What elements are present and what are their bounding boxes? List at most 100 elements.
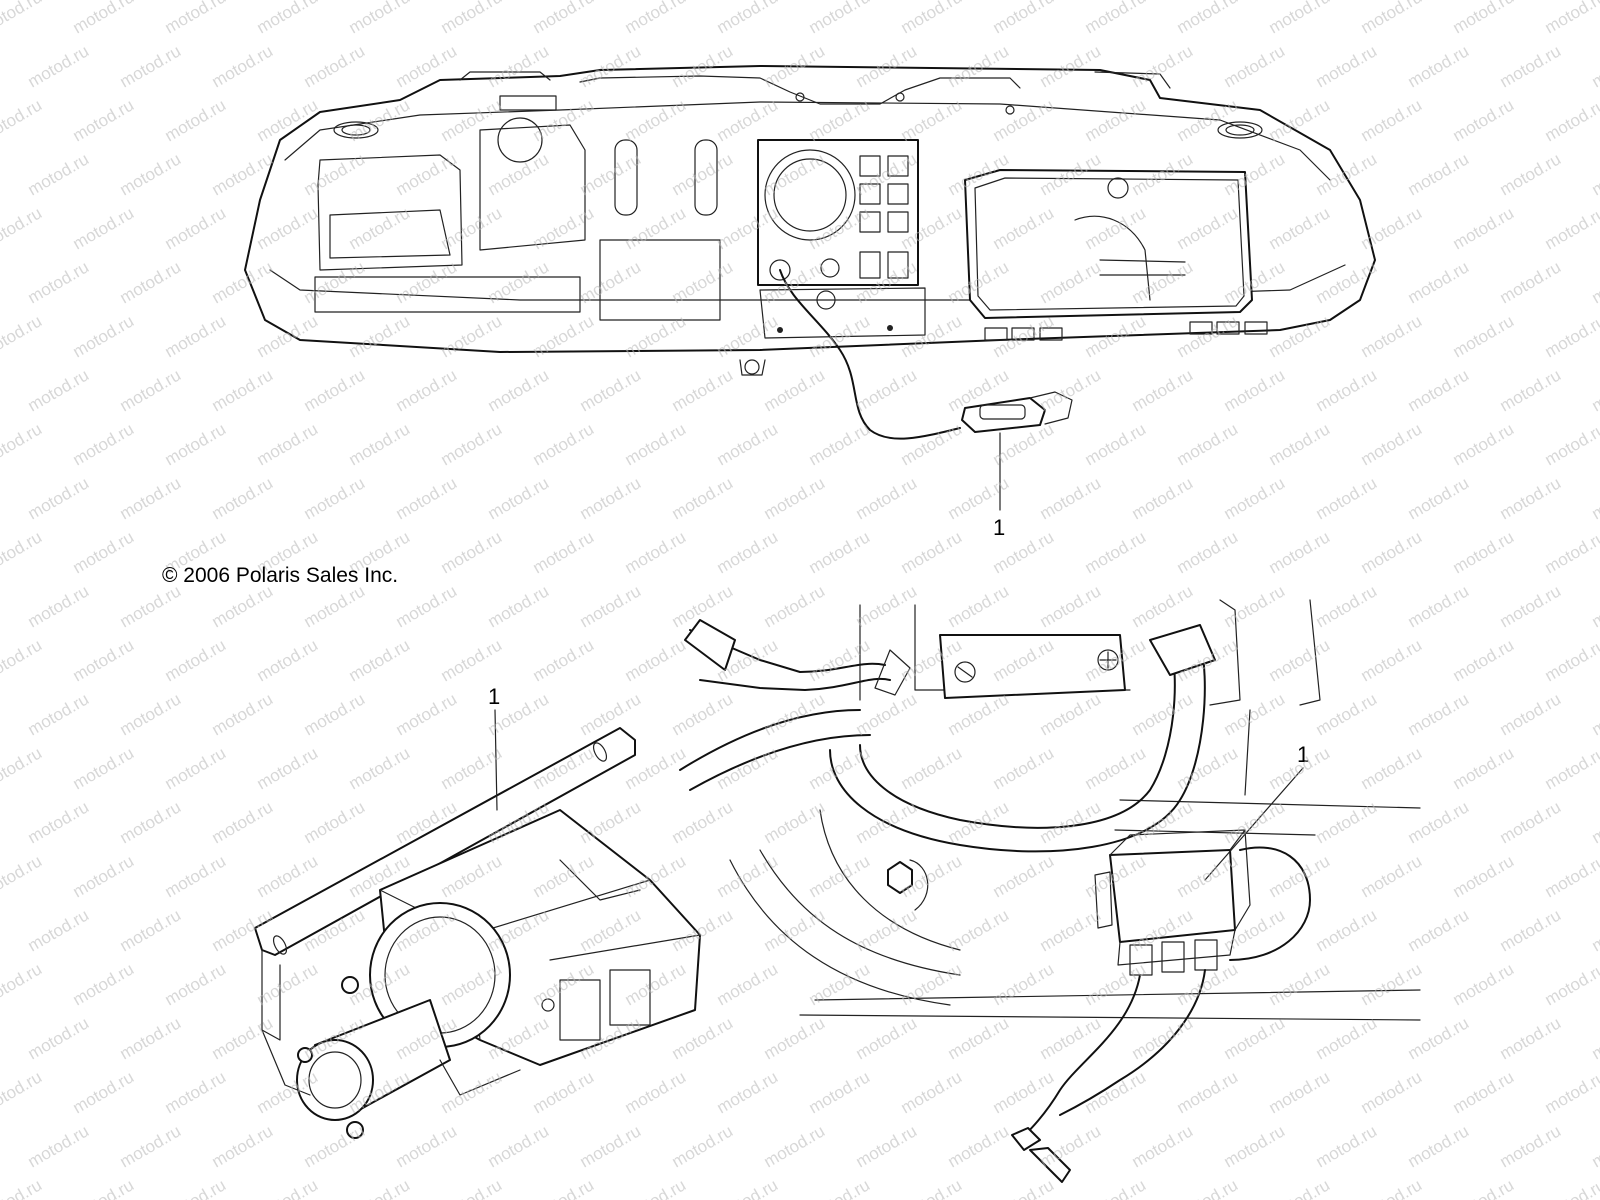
contactor-relay	[1094, 829, 1251, 976]
watermark-text: motod.ru	[301, 149, 369, 199]
watermark-text: motod.ru	[117, 1013, 185, 1063]
watermark-text: motod.ru	[853, 473, 921, 523]
watermark-text: motod.ru	[1129, 1121, 1197, 1171]
watermark-text: motod.ru	[898, 527, 966, 577]
watermark-text: motod.ru	[1313, 905, 1381, 955]
watermark-text: motod.ru	[714, 743, 782, 793]
watermark-text: motod.ru	[1174, 0, 1242, 37]
watermark-text: motod.ru	[1313, 365, 1381, 415]
watermark-text: motod.ru	[714, 851, 782, 901]
watermark-text: motod.ru	[1082, 1175, 1150, 1200]
watermark-text: motod.ru	[70, 851, 138, 901]
copyright-notice: © 2006 Polaris Sales Inc.	[162, 564, 399, 587]
watermark-text: motod.ru	[806, 1175, 874, 1200]
watermark-text: motod.ru	[806, 0, 874, 37]
watermark-text: motod.ru	[0, 959, 45, 1009]
watermark-text: motod.ru	[945, 1013, 1013, 1063]
watermark-text: motod.ru	[438, 1067, 506, 1117]
watermark-text: motod.ru	[70, 635, 138, 685]
watermark-text: motod.ru	[1450, 851, 1518, 901]
watermark-text: motod.ru	[1129, 41, 1197, 91]
watermark-text: motod.ru	[0, 527, 45, 577]
watermark-text: motod.ru	[853, 797, 921, 847]
watermark-text: motod.ru	[485, 41, 553, 91]
watermark-text: motod.ru	[485, 149, 553, 199]
watermark-text: motod.ru	[254, 203, 322, 253]
watermark-text: motod.ru	[761, 1013, 829, 1063]
watermark-text: motod.ru	[1129, 365, 1197, 415]
watermark-text: motod.ru	[1358, 311, 1426, 361]
watermark-text: motod.ru	[209, 581, 277, 631]
watermark-text: motod.ru	[1589, 41, 1600, 91]
watermark-text: motod.ru	[577, 797, 645, 847]
watermark-text: motod.ru	[301, 365, 369, 415]
watermark-text: motod.ru	[1358, 419, 1426, 469]
watermark-text: motod.ru	[1221, 1121, 1289, 1171]
watermark-text: motod.ru	[117, 257, 185, 307]
watermark-text: motod.ru	[1542, 527, 1600, 577]
watermark-text: motod.ru	[1037, 1121, 1105, 1171]
watermark-text: motod.ru	[1589, 797, 1600, 847]
watermark-text: motod.ru	[669, 689, 737, 739]
watermark-text: motod.ru	[1589, 689, 1600, 739]
watermark-text: motod.ru	[209, 689, 277, 739]
watermark-text: motod.ru	[393, 257, 461, 307]
watermark-text: motod.ru	[622, 203, 690, 253]
watermark-text: motod.ru	[669, 797, 737, 847]
watermark-text: motod.ru	[1405, 365, 1473, 415]
watermark-text: motod.ru	[162, 311, 230, 361]
watermark-text: motod.ru	[530, 0, 598, 37]
watermark-text: motod.ru	[1313, 689, 1381, 739]
watermark-text: motod.ru	[990, 0, 1058, 37]
watermark-text: motod.ru	[1082, 1067, 1150, 1117]
watermark-text: motod.ru	[117, 797, 185, 847]
watermark-text: motod.ru	[254, 419, 322, 469]
watermark-text: motod.ru	[70, 311, 138, 361]
watermark-text: motod.ru	[1542, 203, 1600, 253]
watermark-text: motod.ru	[1037, 41, 1105, 91]
watermark-text: motod.ru	[714, 959, 782, 1009]
watermark-text: motod.ru	[669, 473, 737, 523]
watermark-text: motod.ru	[1497, 41, 1565, 91]
watermark-text: motod.ru	[162, 1175, 230, 1200]
watermark-text: motod.ru	[1174, 743, 1242, 793]
watermark-text: motod.ru	[1221, 797, 1289, 847]
watermark-text: motod.ru	[1589, 473, 1600, 523]
watermark-text: motod.ru	[1450, 203, 1518, 253]
watermark-text: motod.ru	[1037, 473, 1105, 523]
watermark-text: motod.ru	[990, 851, 1058, 901]
callout-number: 1	[1297, 742, 1309, 767]
watermark-text: motod.ru	[1082, 419, 1150, 469]
watermark-text: motod.ru	[1266, 527, 1334, 577]
watermark-text: motod.ru	[301, 1121, 369, 1171]
watermark-text: motod.ru	[1174, 1175, 1242, 1200]
watermark-text: motod.ru	[70, 95, 138, 145]
watermark-text: motod.ru	[0, 635, 45, 685]
watermark-text: motod.ru	[1405, 473, 1473, 523]
watermark-text: motod.ru	[70, 419, 138, 469]
watermark-text: motod.ru	[806, 851, 874, 901]
watermark-text: motod.ru	[1313, 473, 1381, 523]
watermark-text: motod.ru	[301, 41, 369, 91]
watermark-text: motod.ru	[254, 743, 322, 793]
watermark-text: motod.ru	[530, 311, 598, 361]
watermark-text: motod.ru	[0, 95, 45, 145]
watermark-text: motod.ru	[0, 851, 45, 901]
watermark-text: motod.ru	[1450, 1067, 1518, 1117]
watermark-text: motod.ru	[622, 419, 690, 469]
watermark-text: motod.ru	[485, 1121, 553, 1171]
watermark-text: motod.ru	[162, 419, 230, 469]
watermark-text: motod.ru	[853, 365, 921, 415]
watermark-text: motod.ru	[577, 473, 645, 523]
watermark-text: motod.ru	[0, 0, 45, 37]
watermark-text: motod.ru	[669, 365, 737, 415]
watermark-text: motod.ru	[25, 689, 93, 739]
watermark-text: motod.ru	[346, 1175, 414, 1200]
watermark-text: motod.ru	[1497, 1013, 1565, 1063]
watermark-text: motod.ru	[70, 203, 138, 253]
watermark-text: motod.ru	[622, 635, 690, 685]
watermark-text: motod.ru	[438, 203, 506, 253]
watermark-text: motod.ru	[162, 959, 230, 1009]
watermark-text: motod.ru	[714, 527, 782, 577]
